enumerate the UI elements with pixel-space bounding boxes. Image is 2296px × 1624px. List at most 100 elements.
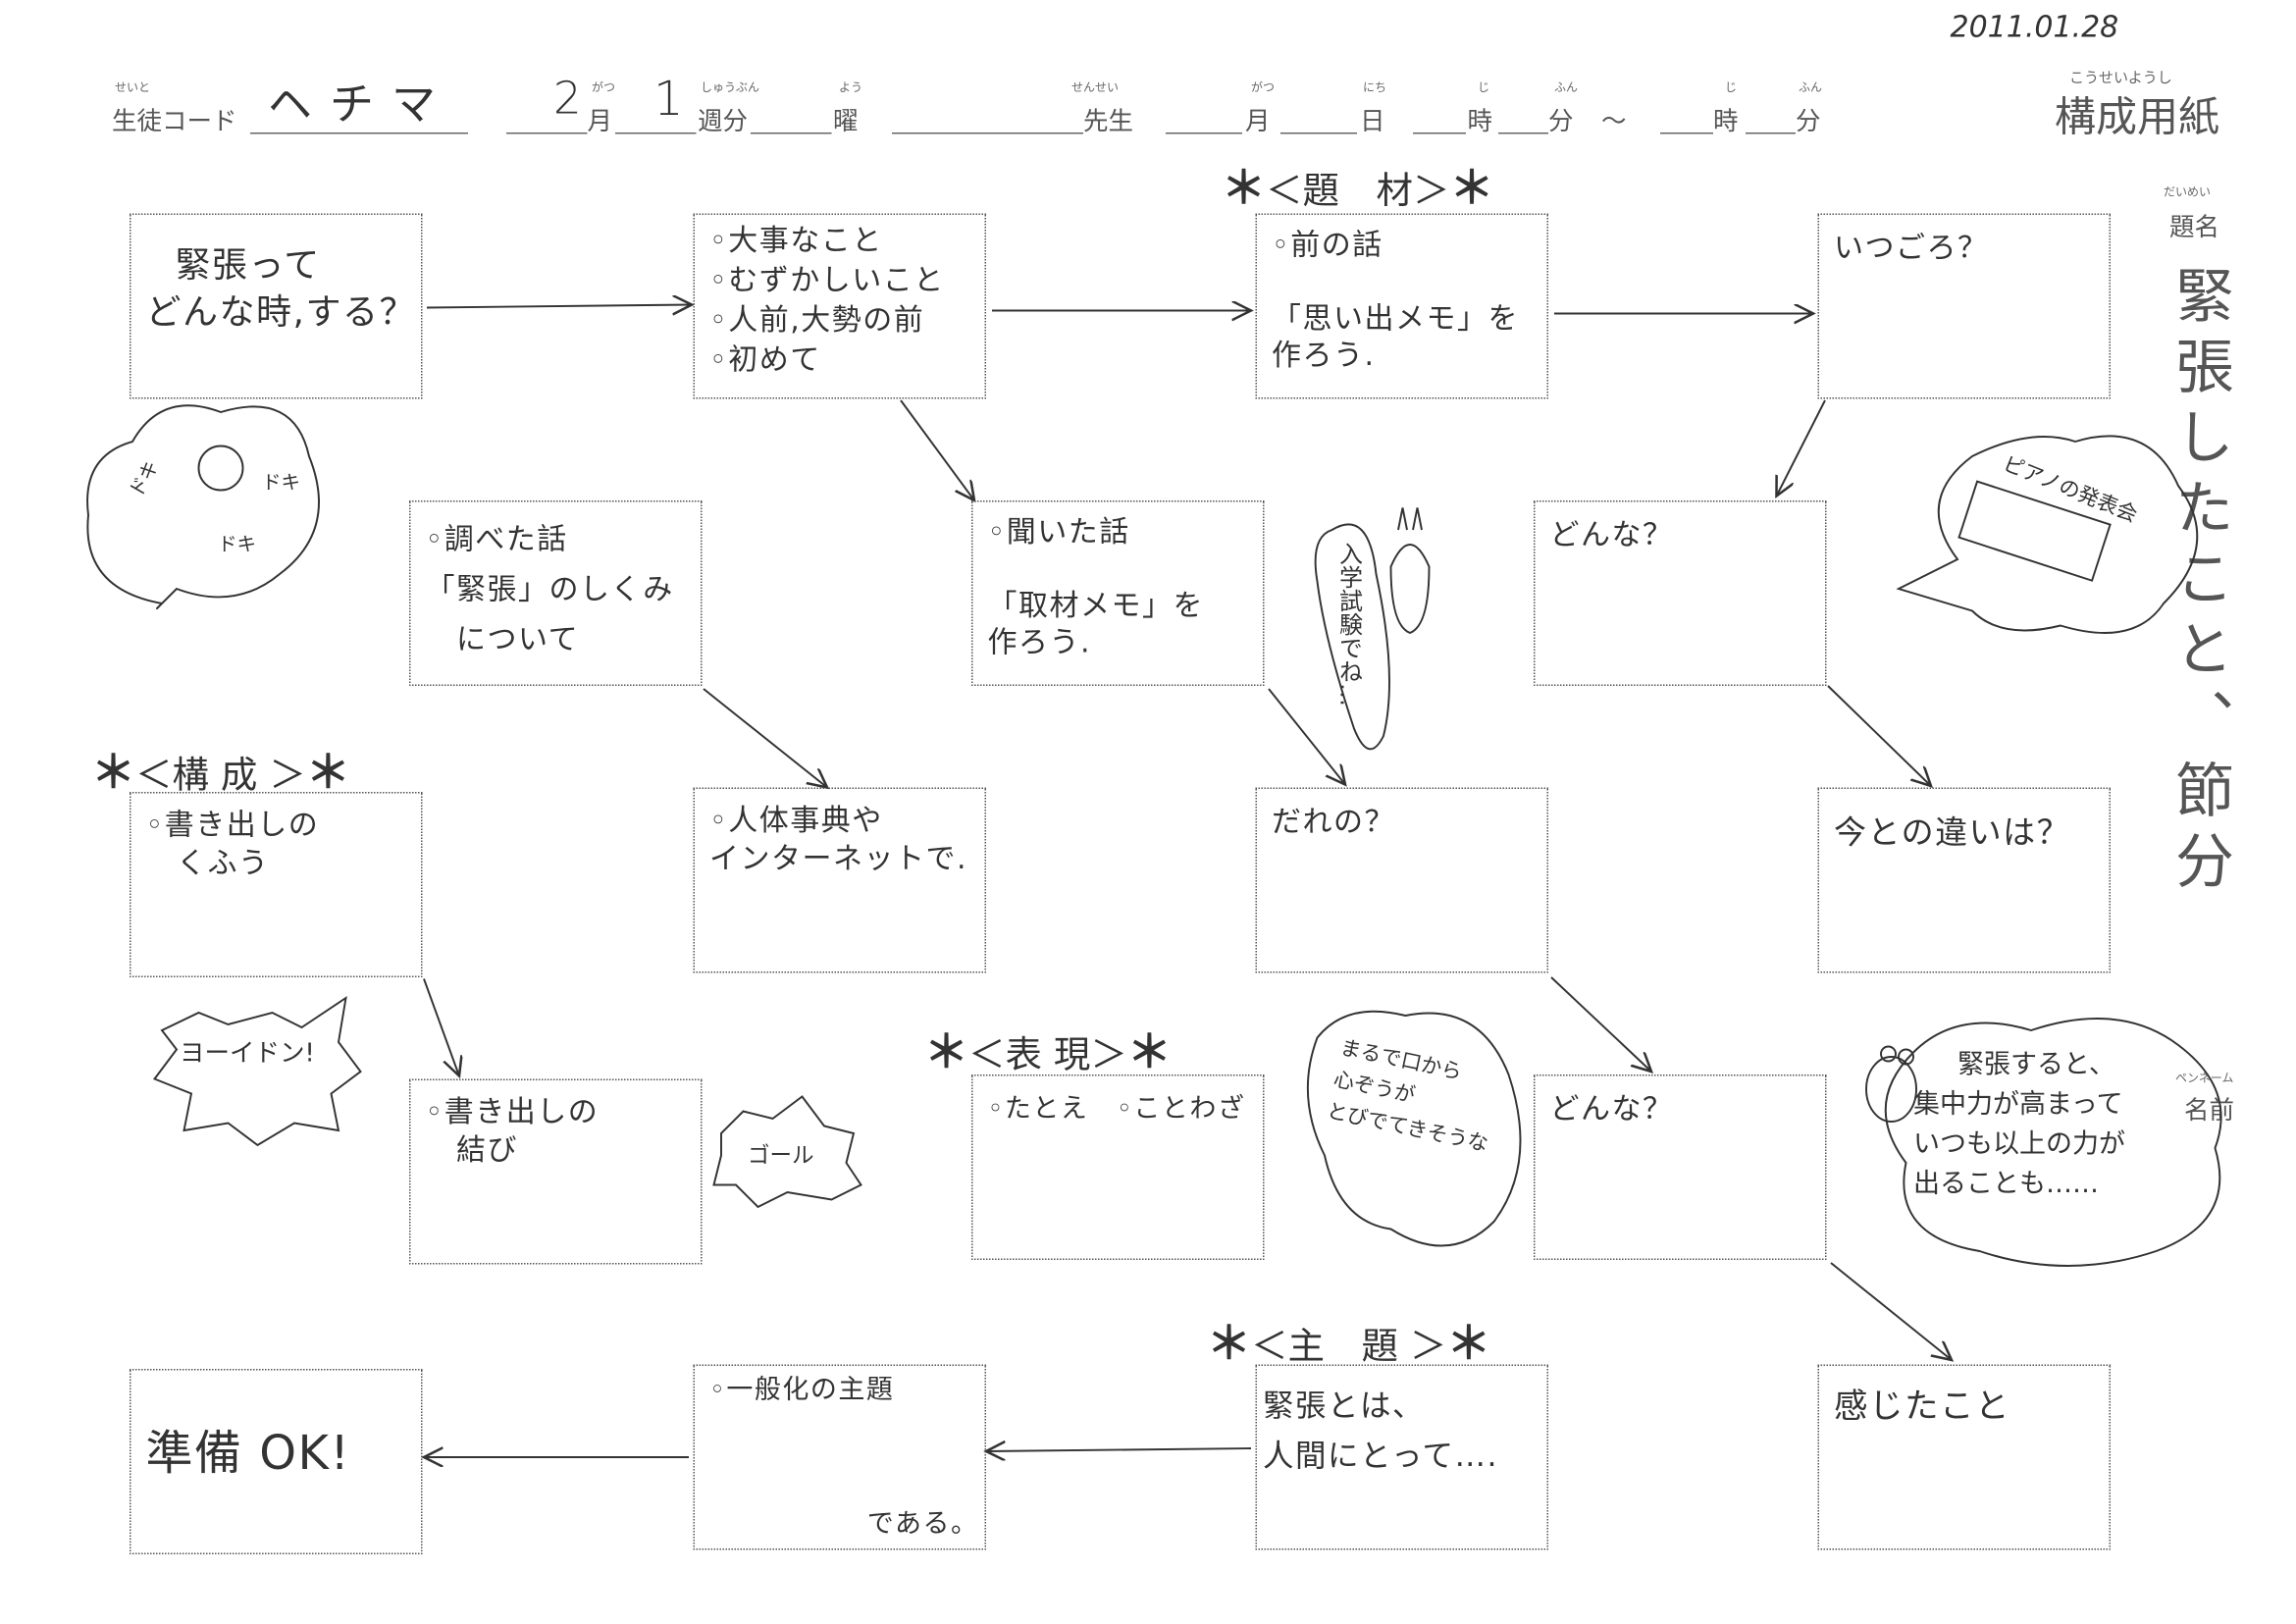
box-line: 「思い出メモ」を [1272,300,1519,336]
arrow [1830,1262,1952,1360]
box-what-kind-1[interactable]: どんな？ [1534,500,1827,686]
form-title: 構成用紙 [2055,92,2220,142]
box-line: 感じたこと [1834,1388,2010,1427]
weekday-ruby: よう [839,80,862,95]
box-researched-story[interactable]: ◦調べた話「緊張」のしくみ について [409,500,703,686]
box-line: ◦むずかしいこと [709,262,945,297]
start-min-label: 分 [1548,107,1574,137]
star-icon: ＊ [1126,1027,1172,1079]
box-when-nervous[interactable]: 緊張ってどんな時,する？ [130,213,423,399]
weekday-label: 曜 [833,107,859,137]
ready-go-burst [152,995,362,1147]
week-ruby: しゅうぶん [701,80,759,95]
box-when[interactable]: いつごろ？ [1817,213,2111,399]
arrow [1268,688,1345,785]
start-hour-line[interactable] [1413,132,1466,134]
student-code-field[interactable]: ヘチマ [268,79,453,131]
doki-bubble [86,404,320,609]
month-ruby: がつ [592,80,615,95]
box-line: 今との違いは？ [1834,815,2071,853]
star-icon: ＊ [305,748,350,800]
box-past-story[interactable]: ◦前の話 「思い出メモ」を作ろう. [1255,213,1548,399]
box-line: どんな？ [1549,1090,1674,1126]
goal-burst [712,1095,862,1209]
box-line: ◦初めて [709,341,821,377]
box-opening-idea[interactable]: ◦書き出しの くふう [130,792,423,977]
box-line [988,550,1249,588]
date-day-line[interactable] [1280,132,1357,134]
section-structure: ＊＜構 成 ＞＊ [91,736,350,801]
teacher-label: 先生 [1083,107,1133,137]
box-metaphor[interactable]: ◦たとえ ◦ことわざ [971,1074,1265,1260]
star-icon: ＊ [924,1027,968,1079]
date-day-label: 日 [1360,107,1385,137]
box-line: だれの？ [1272,804,1395,839]
box-ready[interactable]: 準備 OK! [130,1369,423,1554]
box-line: 人間にとって…. [1263,1438,1498,1474]
name-label: 名前 [2184,1096,2234,1126]
student-code-label: 生徒コード [112,107,237,137]
weekday-line[interactable] [751,132,832,134]
box-what-kind-2[interactable]: どんな？ [1534,1074,1827,1260]
box-line [1272,264,1533,301]
section-expression: ＊＜表 現＞＊ [924,1016,1172,1080]
box-line: 緊張とは、 [1263,1388,1425,1424]
week-field[interactable]: 1 [653,71,684,127]
end-hour-ruby: じ [1725,80,1737,95]
box-heard-story[interactable]: ◦聞いた話 「取材メモ」を作ろう. [971,500,1265,686]
heart-bubble [1306,1010,1522,1247]
box-line: ◦書き出しの [145,807,320,842]
box-line: 作ろう. [1272,337,1376,373]
name-ruby: ペンネーム [2175,1072,2234,1085]
month-field[interactable]: 2 [553,74,582,126]
teacher-ruby: せんせい [1071,80,1119,95]
piano-bubble [1896,435,2199,634]
box-line: ◦一般化の主題 [709,1375,895,1406]
box-nervous-is[interactable]: 緊張とは、人間にとって…. [1255,1364,1548,1550]
frog-icon [1865,1056,1917,1123]
title-field[interactable]: 緊張したこと、節分 [2165,265,2233,901]
box-encyclopedia[interactable]: ◦人体事典やインターネットで. [693,787,986,973]
frog-text: 緊張すると、集中力が高まっていつも以上の力が出ることも…… [1913,1045,2125,1204]
box-general-theme[interactable]: ◦一般化の主題である。 [693,1364,986,1550]
student-code-line [250,132,468,134]
start-min-ruby: ふん [1554,80,1578,95]
section-structure-label: ＜構 成 ＞ [135,754,306,797]
bubble-line: いつも以上の力が [1913,1128,2125,1161]
box-line: 結び [425,1131,518,1168]
box-opening-closing[interactable]: ◦書き出しの 結び [409,1078,703,1265]
bubble-line: 出ることも…… [1913,1169,2099,1200]
week-line [615,132,697,134]
box-whose[interactable]: だれの？ [1255,787,1548,973]
exam-text: 入学試験でね… [1334,542,1364,707]
date-month-label: 月 [1245,107,1271,137]
ready-go-text: ヨーイドン! [180,1039,315,1069]
box-line: ◦調べた話 [425,521,568,556]
start-min-line[interactable] [1498,132,1548,134]
section-expression-label: ＜表 現＞ [968,1033,1127,1076]
box-situations[interactable]: ◦大事なこと◦むずかしいこと◦人前,大勢の前◦初めて [693,213,986,399]
box-felt[interactable]: 感じたこと [1817,1364,2111,1550]
box-line: インターネットで. [709,840,968,876]
section-material: ＊＜題 材＞＊ [1222,152,1494,217]
arrow [900,399,974,500]
box-line: ◦聞いた話 [987,513,1130,550]
student-code-ruby: せいと [115,80,150,95]
arrow [1777,399,1826,497]
tilde: ～ [1601,107,1627,137]
piano-icon [1957,480,2112,582]
teacher-line[interactable] [892,132,1083,134]
box-line: 作ろう. [987,624,1092,659]
box-line: ◦人体事典や [709,802,883,838]
date-month-line[interactable] [1166,132,1242,134]
week-label: 週分 [698,107,748,137]
bubble-line: 緊張すると、 [1957,1049,2115,1081]
star-icon: ＊ [1446,1319,1491,1371]
end-min-line[interactable] [1746,132,1796,134]
box-difference[interactable]: 今との違いは？ [1817,787,2111,973]
end-hour-line[interactable] [1660,132,1713,134]
date-note: 2011.01.28 [1950,9,2119,44]
star-icon: ＊ [1449,163,1494,216]
bear-face-icon [197,445,244,492]
